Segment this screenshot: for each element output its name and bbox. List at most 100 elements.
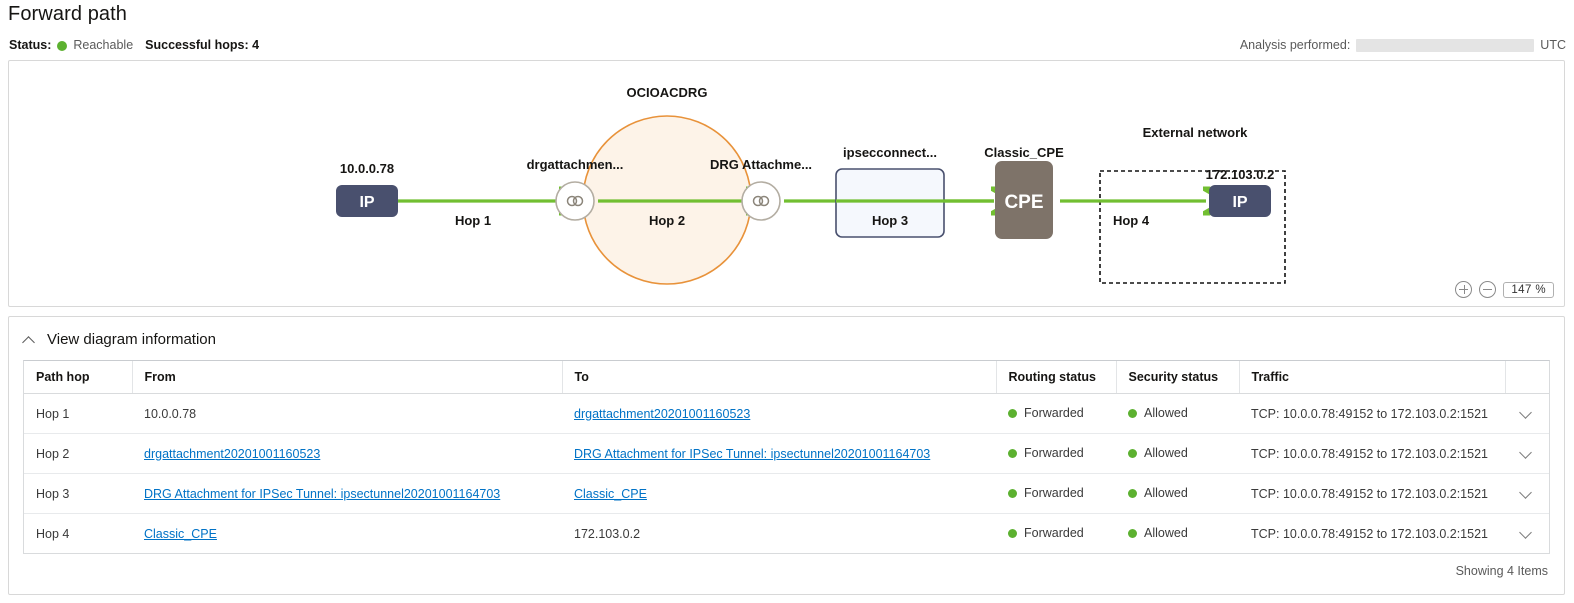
- cell-path-hop: Hop 4: [36, 526, 70, 541]
- node-source-ip-glyph: IP: [359, 194, 374, 211]
- cell-from: Classic_CPE: [132, 514, 562, 554]
- table-footer-count: Showing 4 Items: [1455, 564, 1548, 578]
- cell-traffic: TCP: 10.0.0.78:49152 to 172.103.0.2:1521: [1239, 433, 1505, 474]
- node-ipsec-connection-label: ipsecconnect...: [843, 145, 937, 160]
- column-header-expand: [1505, 361, 1549, 394]
- cell-traffic: TCP: 10.0.0.78:49152 to 172.103.0.2:1521: [1239, 393, 1505, 434]
- cell-routing-status: Forwarded: [996, 433, 1116, 474]
- cell-routing-status: Forwarded: [996, 473, 1116, 514]
- cell-from-link[interactable]: Classic_CPE: [144, 526, 217, 541]
- routing-status-text: Forwarded: [1024, 446, 1084, 461]
- page-title: Forward path: [8, 3, 128, 25]
- successful-hops-label: Successful hops: 4: [145, 38, 260, 52]
- analysis-performed-value-redacted: [1356, 38, 1535, 52]
- routing-status-dot-icon: [1008, 408, 1017, 418]
- path-hops-table-wrap: Path hop From To Routing status Security…: [23, 360, 1550, 554]
- routing-status-text: Forwarded: [1024, 526, 1084, 541]
- node-ipsec-connection-box: [835, 168, 945, 238]
- cell-path-hop: Hop 1: [24, 393, 132, 434]
- path-diagram-svg: IP CPE IP OCIOACDRG: [336, 85, 1286, 285]
- security-status-text: Allowed: [1144, 446, 1188, 461]
- cell-from: 10.0.0.78: [132, 393, 562, 434]
- cell-from-link[interactable]: drgattachment20201001160523: [144, 446, 321, 461]
- column-header-security-status[interactable]: Security status: [1116, 361, 1240, 394]
- view-diagram-information-toggle[interactable]: View diagram information: [9, 317, 1564, 360]
- security-status-dot-icon: [1128, 448, 1137, 458]
- table-row: Hop 1 10.0.0.78 drgattachment20201001160…: [24, 393, 1549, 434]
- node-source-ip-box: [336, 185, 398, 217]
- node-drg-attachment-2-label: DRG Attachme...: [710, 157, 812, 172]
- cell-to-link[interactable]: drgattachment20201001160523: [574, 406, 751, 421]
- table-row: Hop 3 DRG Attachment for IPSec Tunnel: i…: [24, 473, 1549, 514]
- zoom-in-icon[interactable]: [1455, 281, 1473, 298]
- cell-from-text: 10.0.0.78: [144, 406, 197, 421]
- group-external-network-label: External network: [1143, 125, 1249, 140]
- node-cpe-label: Classic_CPE: [984, 145, 1064, 160]
- cell-to: 172.103.0.2: [562, 514, 996, 554]
- security-status-dot-icon: [1128, 408, 1137, 418]
- analysis-timezone-label: UTC: [1540, 38, 1566, 52]
- status-summary: Status: Reachable Successful hops: 4: [9, 38, 259, 52]
- path-hops-table: Path hop From To Routing status Security…: [24, 361, 1549, 553]
- routing-status-text: Forwarded: [1024, 486, 1084, 501]
- edge-hop-4-label: Hop 4: [1113, 213, 1150, 228]
- cell-to-link[interactable]: Classic_CPE: [574, 486, 647, 501]
- cell-expand: [1505, 433, 1549, 474]
- path-diagram-canvas[interactable]: IP CPE IP OCIOACDRG: [9, 61, 1564, 306]
- chevron-down-icon[interactable]: [1519, 445, 1533, 459]
- column-header-from[interactable]: From: [132, 361, 563, 394]
- status-value: Reachable: [73, 38, 134, 52]
- node-drg-attachment-2-circle: [741, 181, 781, 221]
- analysis-performed: Analysis performed: UTC: [1240, 38, 1566, 52]
- column-header-path-hop[interactable]: Path hop: [24, 361, 133, 394]
- analysis-performed-label: Analysis performed:: [1239, 38, 1351, 52]
- chevron-down-icon[interactable]: [1519, 405, 1533, 419]
- column-header-routing-status[interactable]: Routing status: [996, 361, 1117, 394]
- edge-hop-3-label: Hop 3: [872, 213, 908, 228]
- security-status-dot-icon: [1128, 528, 1137, 538]
- node-drg-attachment-1-circle: [555, 181, 595, 221]
- cell-expand: [1505, 514, 1549, 554]
- cell-security-status: Allowed: [1116, 473, 1239, 514]
- edge-hop-1-label: Hop 1: [455, 213, 491, 228]
- cell-security-status: Allowed: [1116, 514, 1239, 554]
- cell-from-link[interactable]: DRG Attachment for IPSec Tunnel: ipsectu…: [144, 486, 501, 501]
- chevron-down-icon[interactable]: [1519, 525, 1533, 539]
- node-destination-ip-glyph: IP: [1232, 194, 1247, 211]
- group-ocioacdrg-label: OCIOACDRG: [627, 85, 708, 100]
- cell-security-status: Allowed: [1116, 393, 1239, 434]
- security-status-text: Allowed: [1144, 486, 1188, 501]
- routing-status-dot-icon: [1008, 448, 1017, 458]
- zoom-level-input[interactable]: 147 %: [1503, 281, 1554, 298]
- cell-to: Classic_CPE: [562, 473, 996, 514]
- cell-to: drgattachment20201001160523: [562, 393, 996, 434]
- chevron-up-icon: [23, 334, 35, 346]
- cell-traffic: TCP: 10.0.0.78:49152 to 172.103.0.2:1521: [1251, 526, 1488, 541]
- cell-to-link[interactable]: DRG Attachment for IPSec Tunnel: ipsectu…: [574, 446, 931, 461]
- cell-traffic: TCP: 10.0.0.78:49152 to 172.103.0.2:1521: [1239, 473, 1505, 514]
- routing-status-dot-icon: [1008, 488, 1017, 498]
- cell-from: DRG Attachment for IPSec Tunnel: ipsectu…: [132, 473, 562, 514]
- path-diagram-panel: IP CPE IP OCIOACDRG: [8, 60, 1565, 307]
- zoom-out-icon[interactable]: [1479, 281, 1497, 298]
- table-row: Hop 2 drgattachment20201001160523 DRG At…: [24, 433, 1549, 474]
- path-hops-table-body: Hop 1 10.0.0.78 drgattachment20201001160…: [24, 393, 1549, 554]
- view-diagram-information-label: View diagram information: [47, 331, 216, 348]
- routing-status-dot-icon: [1008, 528, 1017, 538]
- node-source-ip-label: 10.0.0.78: [340, 161, 394, 176]
- link-icon-2: [752, 195, 770, 207]
- security-status-text: Allowed: [1144, 526, 1188, 541]
- zoom-controls: 147 %: [1455, 281, 1554, 298]
- column-header-traffic[interactable]: Traffic: [1239, 361, 1506, 394]
- node-cpe-box: [995, 161, 1053, 239]
- edge-hop-2-label: Hop 2: [649, 213, 685, 228]
- cell-security-status: Allowed: [1116, 433, 1239, 474]
- security-status-text: Allowed: [1144, 406, 1188, 421]
- cell-expand: [1505, 393, 1549, 434]
- cell-to: DRG Attachment for IPSec Tunnel: ipsectu…: [562, 433, 996, 474]
- chevron-down-icon[interactable]: [1519, 485, 1533, 499]
- column-header-to[interactable]: To: [562, 361, 997, 394]
- node-destination-ip-label: 172.103.0.2: [1206, 167, 1275, 182]
- cell-routing-status: Forwarded: [996, 393, 1116, 434]
